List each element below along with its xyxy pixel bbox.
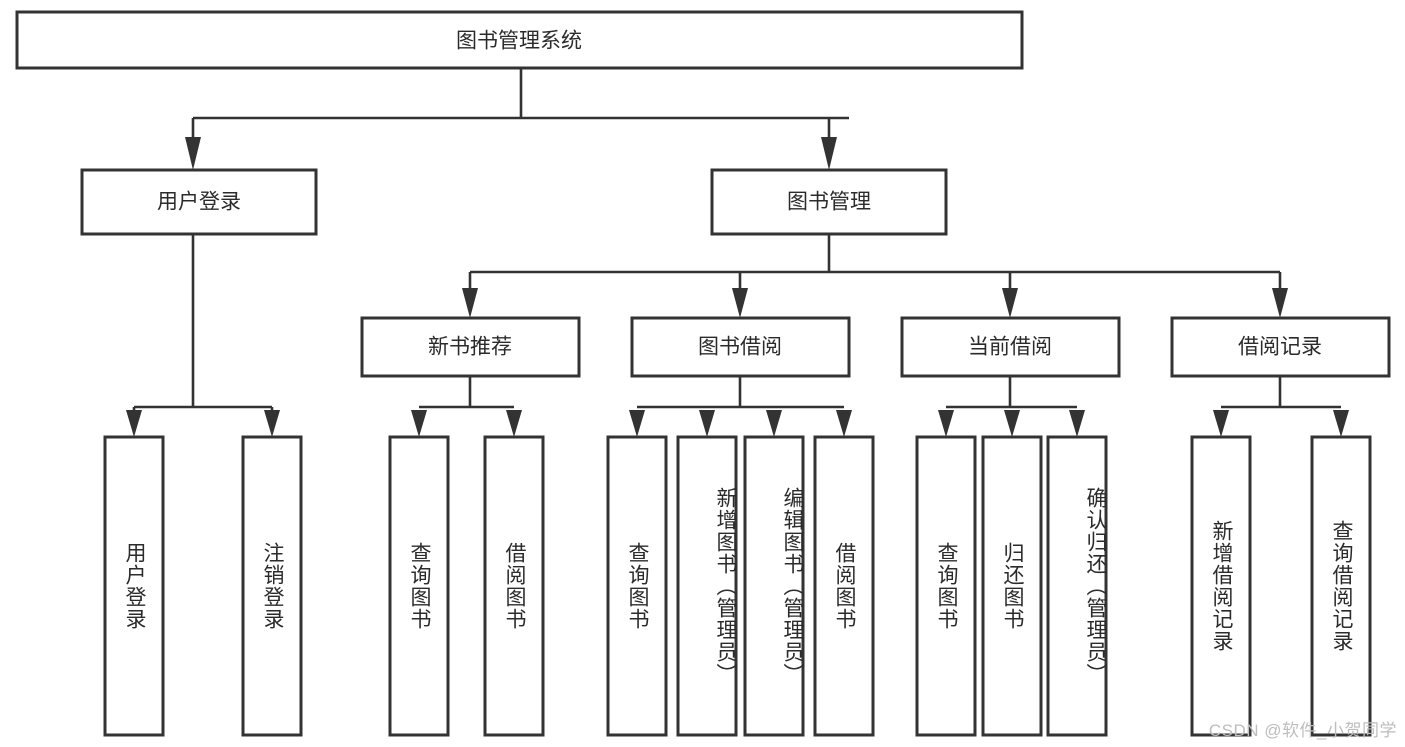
arrow-head-newbook-leaf1	[411, 410, 427, 437]
arrow-head-newbook	[462, 288, 478, 318]
arrow-head-borrow-leaf3	[766, 410, 782, 437]
node-current-borrow[interactable]: 当前借阅	[900, 316, 1121, 378]
arrow-head-newbook-leaf2	[506, 410, 522, 437]
leaf-box-logout[interactable]	[241, 435, 303, 737]
leaf-box-return-book[interactable]	[981, 435, 1043, 737]
edge-group-root	[185, 68, 849, 170]
node-book-management-label: 图书管理	[787, 191, 871, 214]
arrow-head-current-leaf1	[938, 410, 954, 437]
leaf-box-confirm-return-admin[interactable]	[1046, 435, 1108, 737]
edge-group-records	[1213, 376, 1349, 437]
node-borrow-records-label: 借阅记录	[1238, 336, 1322, 359]
node-new-book-recommend-box[interactable]	[360, 316, 581, 378]
node-book-borrow[interactable]: 图书借阅	[630, 316, 851, 378]
edge-group-user-login	[126, 234, 280, 437]
node-borrow-records-box[interactable]	[1170, 316, 1391, 378]
node-root-label: 图书管理系统	[456, 30, 582, 53]
arrow-head-borrow-leaf4	[836, 410, 852, 437]
leaf-box-user-login[interactable]	[103, 435, 165, 737]
arrow-head-leaf-logout	[264, 410, 280, 437]
node-current-borrow-box[interactable]	[900, 316, 1121, 378]
leaf-box-query-borrow-record[interactable]	[1310, 435, 1372, 737]
node-book-management-box[interactable]	[710, 168, 948, 236]
arrow-head-records	[1272, 288, 1288, 318]
edge-group-current	[938, 376, 1085, 437]
edge-group-newbook	[411, 376, 522, 437]
edge-group-borrow	[629, 376, 852, 437]
watermark-text: CSDN @软件_小贺同学	[1208, 721, 1397, 740]
leaf-box-edit-book-admin[interactable]	[743, 435, 805, 737]
node-new-book-recommend-label: 新书推荐	[428, 336, 512, 359]
arrow-head-borrow	[732, 288, 748, 318]
arrow-head-borrow-leaf1	[629, 410, 645, 437]
node-borrow-records[interactable]: 借阅记录	[1170, 316, 1391, 378]
leaf-box-query-book-current[interactable]	[915, 435, 977, 737]
leaf-box-borrow-book-new[interactable]	[483, 435, 545, 737]
arrow-head-user-login	[185, 137, 201, 170]
arrow-head-current	[1002, 288, 1018, 318]
node-current-borrow-label: 当前借阅	[968, 336, 1052, 359]
edge-group-book-mgmt	[462, 234, 1288, 318]
arrow-head-current-leaf2	[1004, 410, 1020, 437]
node-root[interactable]: 图书管理系统	[15, 10, 1024, 70]
node-user-login-label: 用户登录	[157, 191, 241, 214]
node-user-login[interactable]: 用户登录	[80, 168, 318, 236]
arrow-head-records-leaf1	[1213, 410, 1229, 437]
arrow-head-current-leaf3	[1069, 410, 1085, 437]
node-book-borrow-box[interactable]	[630, 316, 851, 378]
node-book-borrow-label: 图书借阅	[698, 336, 782, 359]
leaf-box-add-book-admin[interactable]	[676, 435, 738, 737]
node-root-box[interactable]	[15, 10, 1024, 70]
arrow-head-book-mgmt	[821, 137, 837, 170]
arrow-head-records-leaf2	[1333, 410, 1349, 437]
leaf-box-borrow-book[interactable]	[813, 435, 875, 737]
arrow-head-borrow-leaf2	[699, 410, 715, 437]
node-book-management[interactable]: 图书管理	[710, 168, 948, 236]
arrow-head-leaf-user-login	[126, 410, 142, 437]
leaf-box-add-borrow-record[interactable]	[1190, 435, 1252, 737]
node-new-book-recommend[interactable]: 新书推荐	[360, 316, 581, 378]
node-user-login-box[interactable]	[80, 168, 318, 236]
leaf-box-query-book-new[interactable]	[388, 435, 450, 737]
leaf-box-query-book-borrow[interactable]	[606, 435, 668, 737]
